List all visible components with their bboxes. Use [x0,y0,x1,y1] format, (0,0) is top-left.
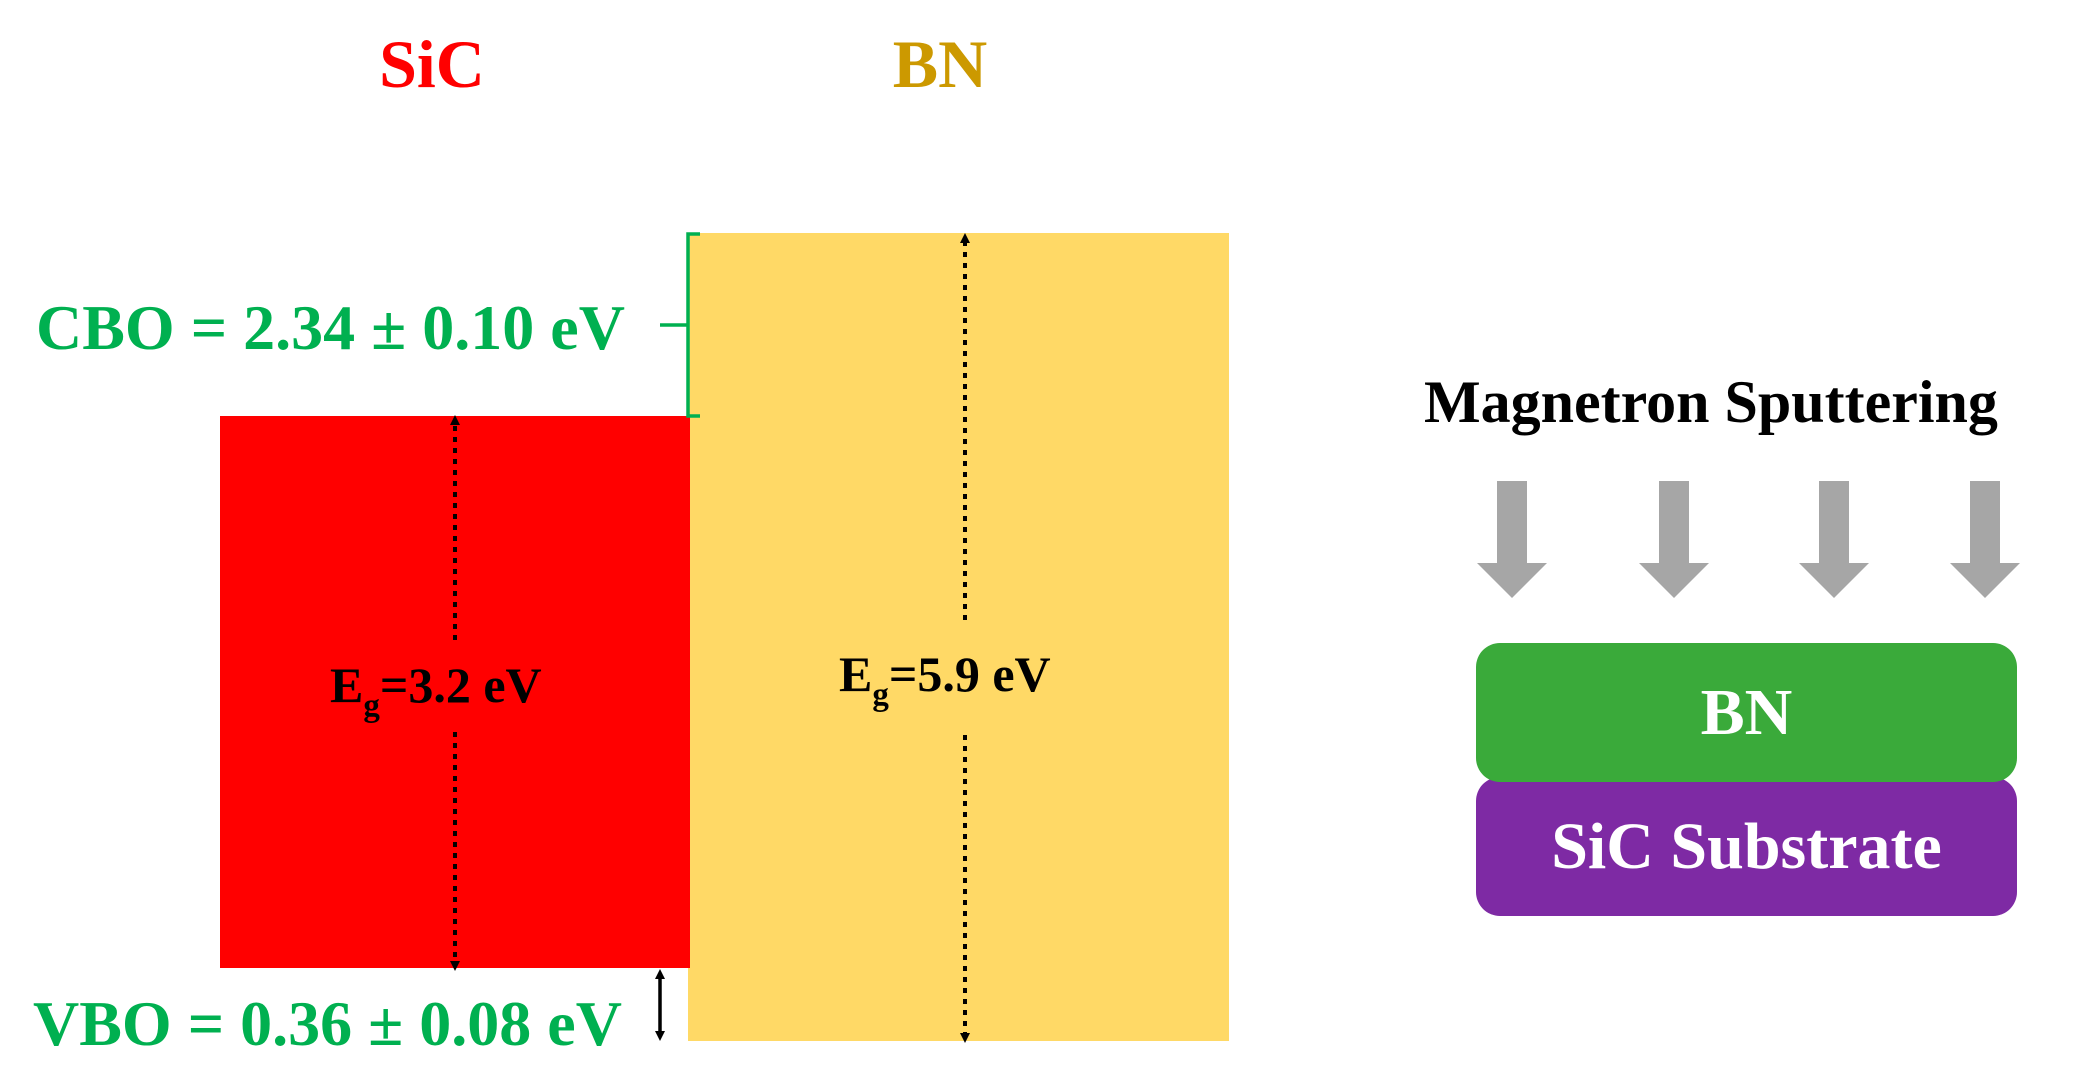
sic-bandgap-label: Eg=3.2 eV [330,657,542,723]
bandgap-symbol: E [330,657,364,713]
cbo-bracket [660,232,700,418]
process-title: Magnetron Sputtering [1424,369,1998,435]
down-arrow-icon [1799,481,1869,598]
bn-band [688,233,1229,1041]
sputtering-arrows [1477,481,2020,598]
down-arrow-icon [1950,481,2020,598]
bn-film-layer: BN [1476,643,2017,782]
down-arrow-icon [1477,481,1547,598]
bandgap-subscript: g [363,688,380,724]
bn-bandgap-label: Eg=5.9 eV [839,646,1051,712]
down-arrow-icon [1639,481,1709,598]
bandgap-symbol: E [839,646,873,702]
layer-label: BN [1700,675,1793,749]
bandgap-subscript: g [872,677,889,713]
bn-title: BN [892,26,988,102]
bandgap-value: =3.2 eV [379,657,542,713]
cbo-label: CBO = 2.34 ± 0.10 eV [36,292,625,363]
layer-label: SiC Substrate [1551,809,1942,883]
bandgap-value: =5.9 eV [888,646,1051,702]
sic-substrate-layer: SiC Substrate [1476,777,2017,916]
sic-title: SiC [379,26,485,102]
vbo-label: VBO = 0.36 ± 0.08 eV [33,988,622,1059]
